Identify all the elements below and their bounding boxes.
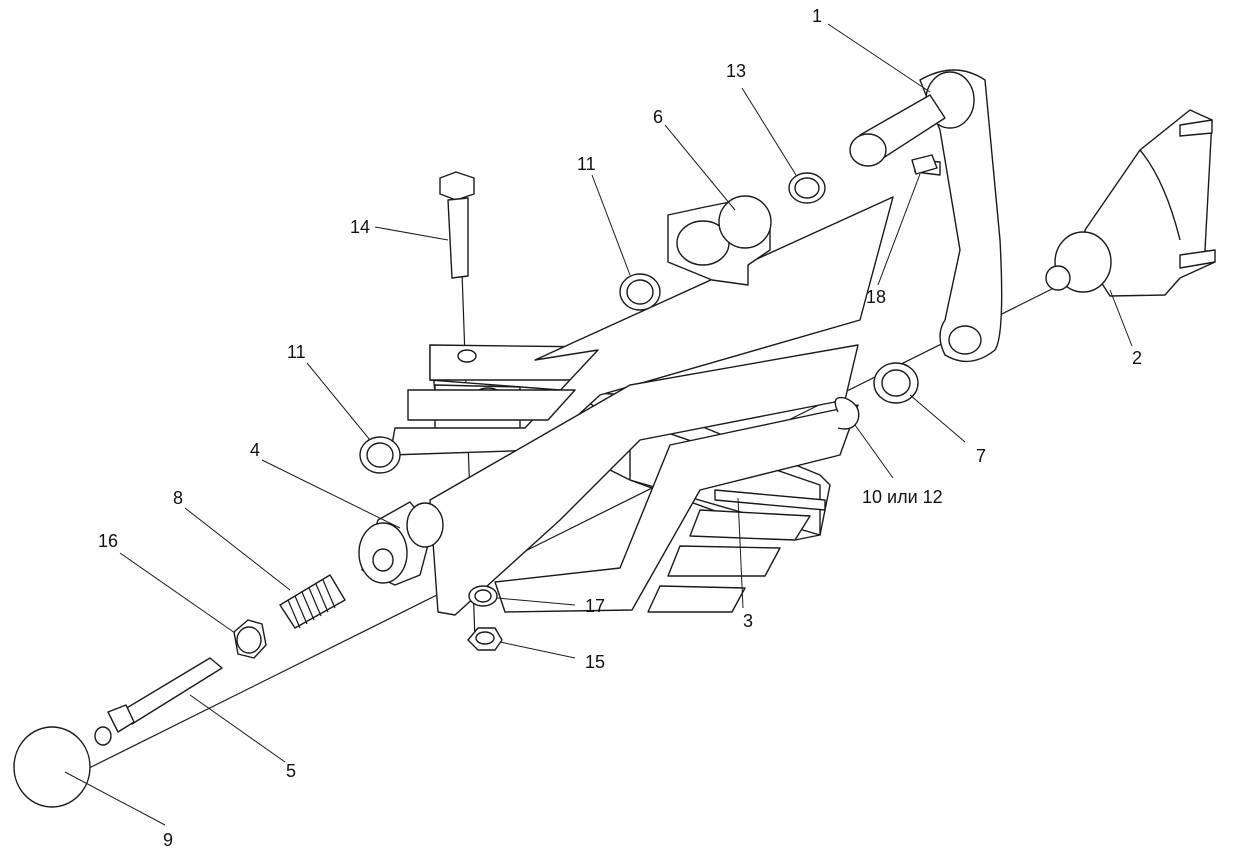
retaining-ring-part-11-upper xyxy=(619,273,661,311)
washer-part-7 xyxy=(873,362,919,404)
bolt-part-14 xyxy=(439,171,475,279)
washer-part-13 xyxy=(788,172,826,204)
bushing-block-part-6 xyxy=(667,195,772,286)
snap-ring-part-10-12 xyxy=(834,396,860,430)
leader-lines xyxy=(64,23,1133,826)
label-part-11-lower: 11 xyxy=(287,342,306,362)
label-part-1: 1 xyxy=(812,6,822,26)
lever-arm-part-1 xyxy=(849,69,1003,363)
label-part-9: 9 xyxy=(163,830,173,850)
label-part-3: 3 xyxy=(743,611,753,631)
label-part-8: 8 xyxy=(173,488,183,508)
bushing-part-4 xyxy=(358,501,444,586)
label-part-17: 17 xyxy=(585,596,605,616)
label-part-4: 4 xyxy=(250,440,260,460)
label-part-16: 16 xyxy=(98,531,118,551)
label-part-15: 15 xyxy=(585,652,605,672)
washer-part-17 xyxy=(468,585,498,607)
label-part-11-upper: 11 xyxy=(577,154,596,174)
nut-part-16 xyxy=(233,619,267,659)
section-outline-shapes xyxy=(389,196,894,616)
spring-part-8 xyxy=(279,574,346,629)
label-part-6: 6 xyxy=(653,107,663,127)
nut-part-15 xyxy=(467,627,503,651)
label-part-7: 7 xyxy=(976,446,986,466)
label-part-13: 13 xyxy=(726,61,746,81)
label-part-18: 18 xyxy=(866,287,886,307)
shift-fork-part-2 xyxy=(1045,109,1216,297)
label-part-2: 2 xyxy=(1132,348,1142,368)
knob-part-9 xyxy=(13,726,91,808)
part-labels: 1 2 3 4 5 6 7 8 9 10 или 12 11 11 13 14 … xyxy=(98,6,1142,850)
retaining-ring-part-11-lower xyxy=(359,436,401,474)
label-part-5: 5 xyxy=(286,761,296,781)
label-part-14: 14 xyxy=(350,217,370,237)
label-part-10-12: 10 или 12 xyxy=(862,487,943,507)
key-part-18 xyxy=(911,154,938,175)
rod-part-5 xyxy=(94,657,223,746)
